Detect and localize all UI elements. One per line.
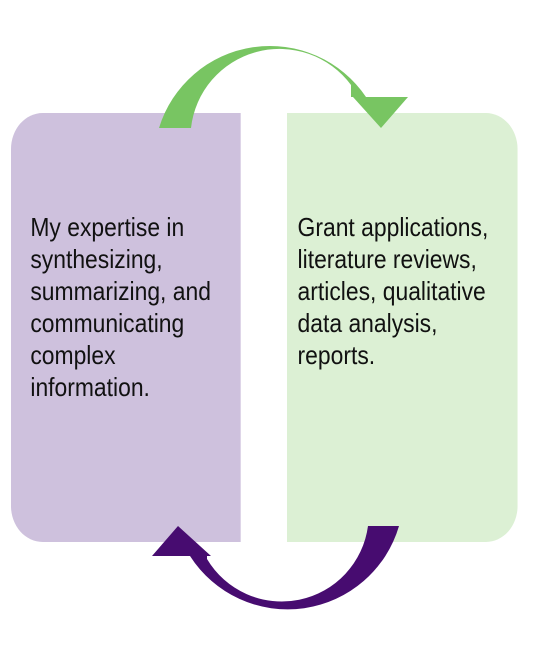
top-cycle-arrow-icon (159, 45, 408, 129)
right-panel: Grant applications, literature reviews, … (287, 113, 518, 542)
left-panel: My expertise in synthesizing, summarizin… (11, 113, 241, 542)
left-panel-text: My expertise in synthesizing, summarizin… (30, 212, 211, 402)
bottom-cycle-arrow-icon (152, 526, 399, 610)
right-panel-text: Grant applications, literature reviews, … (297, 212, 489, 370)
